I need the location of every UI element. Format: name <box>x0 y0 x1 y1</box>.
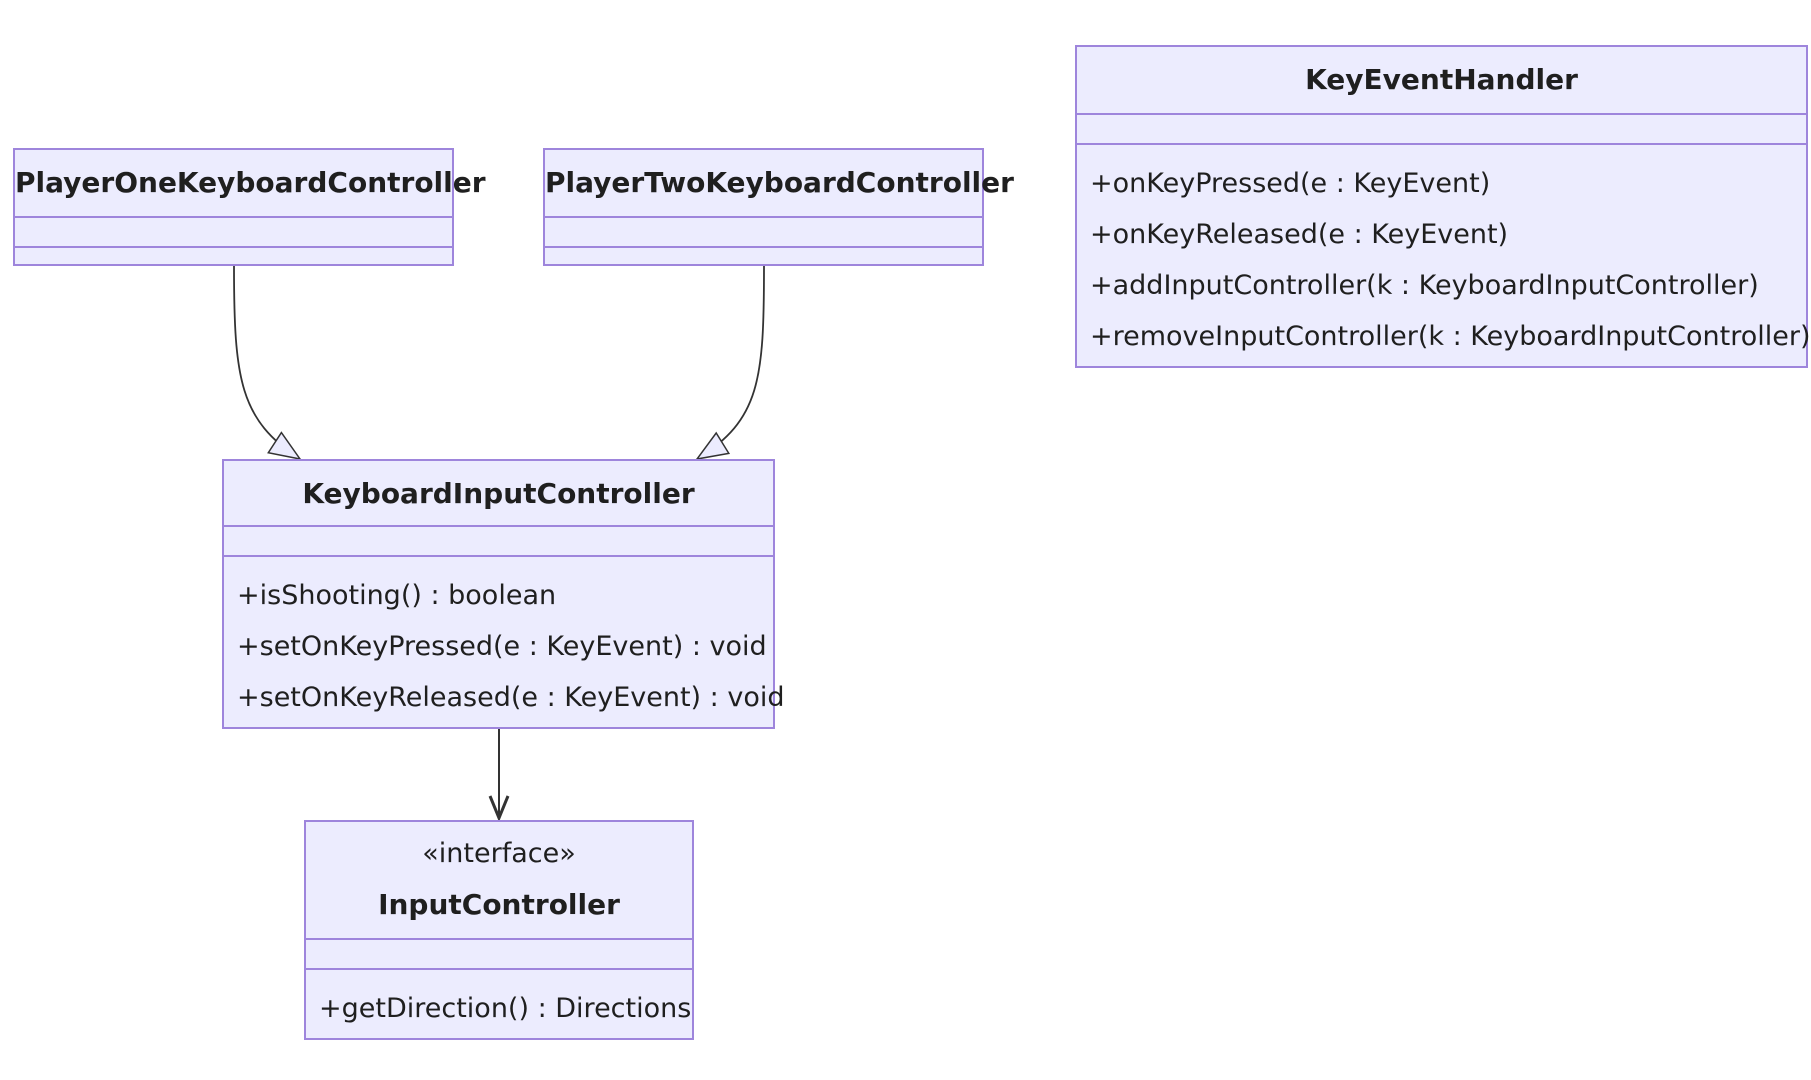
class-player-two-keyboard-controller[interactable]: PlayerTwoKeyboardController <box>543 148 1014 266</box>
method-item: +getDirection() : Directions <box>319 993 692 1024</box>
methods-section: +onKeyPressed(e : KeyEvent) +onKeyReleas… <box>1077 145 1811 362</box>
class-name: InputController <box>378 888 620 921</box>
methods-section: +isShooting() : boolean +setOnKeyPressed… <box>224 557 785 723</box>
class-keyboard-input-controller[interactable]: KeyboardInputController +isShooting() : … <box>222 459 785 729</box>
class-header: PlayerTwoKeyboardController <box>545 150 1014 218</box>
method-item: +removeInputController(k : KeyboardInput… <box>1090 321 1811 352</box>
method-item: +setOnKeyReleased(e : KeyEvent) : void <box>237 682 785 713</box>
method-item: +isShooting() : boolean <box>237 580 557 611</box>
class-header: PlayerOneKeyboardController <box>15 150 486 218</box>
inheritance-edge-player-two <box>697 265 765 459</box>
attributes-section <box>306 940 692 970</box>
class-name: PlayerTwoKeyboardController <box>545 166 1014 199</box>
attributes-section <box>545 218 982 248</box>
class-header: KeyEventHandler <box>1077 47 1806 115</box>
inheritance-edge-player-one <box>233 265 300 459</box>
class-header: «interface» InputController <box>306 822 692 940</box>
method-item: +onKeyReleased(e : KeyEvent) <box>1090 219 1509 250</box>
class-input-controller[interactable]: «interface» InputController +getDirectio… <box>304 820 694 1040</box>
method-item: +setOnKeyPressed(e : KeyEvent) : void <box>237 631 767 662</box>
stereotype-label: «interface» <box>422 838 576 869</box>
class-player-one-keyboard-controller[interactable]: PlayerOneKeyboardController <box>13 148 486 266</box>
methods-section: +getDirection() : Directions <box>306 970 692 1034</box>
method-item: +addInputController(k : KeyboardInputCon… <box>1090 270 1759 301</box>
class-header: KeyboardInputController <box>224 461 773 527</box>
attributes-section <box>224 527 773 557</box>
attributes-section <box>1077 115 1806 145</box>
class-name: KeyboardInputController <box>302 477 695 510</box>
attributes-section <box>15 218 452 248</box>
class-key-event-handler[interactable]: KeyEventHandler +onKeyPressed(e : KeyEve… <box>1075 45 1811 368</box>
class-name: PlayerOneKeyboardController <box>15 166 486 199</box>
method-item: +onKeyPressed(e : KeyEvent) <box>1090 168 1491 199</box>
class-name: KeyEventHandler <box>1305 63 1578 96</box>
